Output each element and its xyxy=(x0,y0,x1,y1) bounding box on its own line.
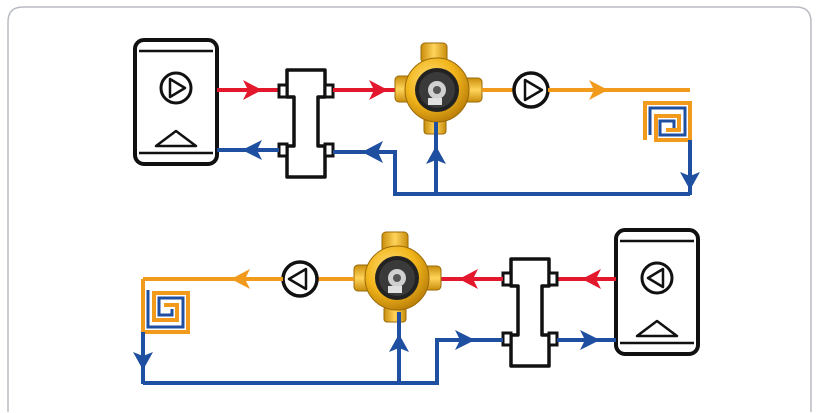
mixing-valve-bottom xyxy=(353,231,442,323)
flow-arrow-hot-b2 xyxy=(459,269,478,289)
boiler-bottom xyxy=(614,228,700,356)
floor-coil-bottom xyxy=(141,279,190,334)
boiler-pump-icon xyxy=(159,71,193,105)
flow-arrow-down-b xyxy=(133,352,153,370)
mixing-valve-top xyxy=(394,42,483,135)
bottom-circuit xyxy=(133,228,700,385)
outer-frame xyxy=(7,6,812,412)
pump-bottom xyxy=(281,260,319,298)
burner-triangle-icon-2 xyxy=(635,319,679,338)
flow-arrow-return xyxy=(362,141,383,163)
flow-arrow-hot xyxy=(243,80,262,100)
flow-arrow-down xyxy=(680,172,700,190)
flow-arrow-return-b xyxy=(455,330,475,350)
flow-arrow-hot-2 xyxy=(369,80,388,100)
boiler-pump-icon-2 xyxy=(640,261,674,295)
flow-arrow-mixed-b xyxy=(231,269,250,289)
floor-coil-top xyxy=(643,101,692,142)
top-circuit xyxy=(133,38,700,196)
flow-arrow-mixed xyxy=(589,80,608,100)
boiler-top xyxy=(133,38,219,166)
flow-arrow-return-2 xyxy=(242,140,262,160)
pump-top xyxy=(512,71,550,109)
hydraulic-separator-top xyxy=(277,68,335,179)
return-pipe-bottom-b xyxy=(143,338,503,385)
flow-arrow-return-b2 xyxy=(580,330,600,350)
flow-arrow-up-b xyxy=(389,334,409,352)
return-pipe-bottom xyxy=(333,150,690,196)
burner-triangle-icon xyxy=(154,129,198,148)
hydraulic-separator-bottom xyxy=(501,257,559,368)
flow-arrow-up xyxy=(426,146,446,164)
flow-arrow-hot-b xyxy=(582,269,601,289)
